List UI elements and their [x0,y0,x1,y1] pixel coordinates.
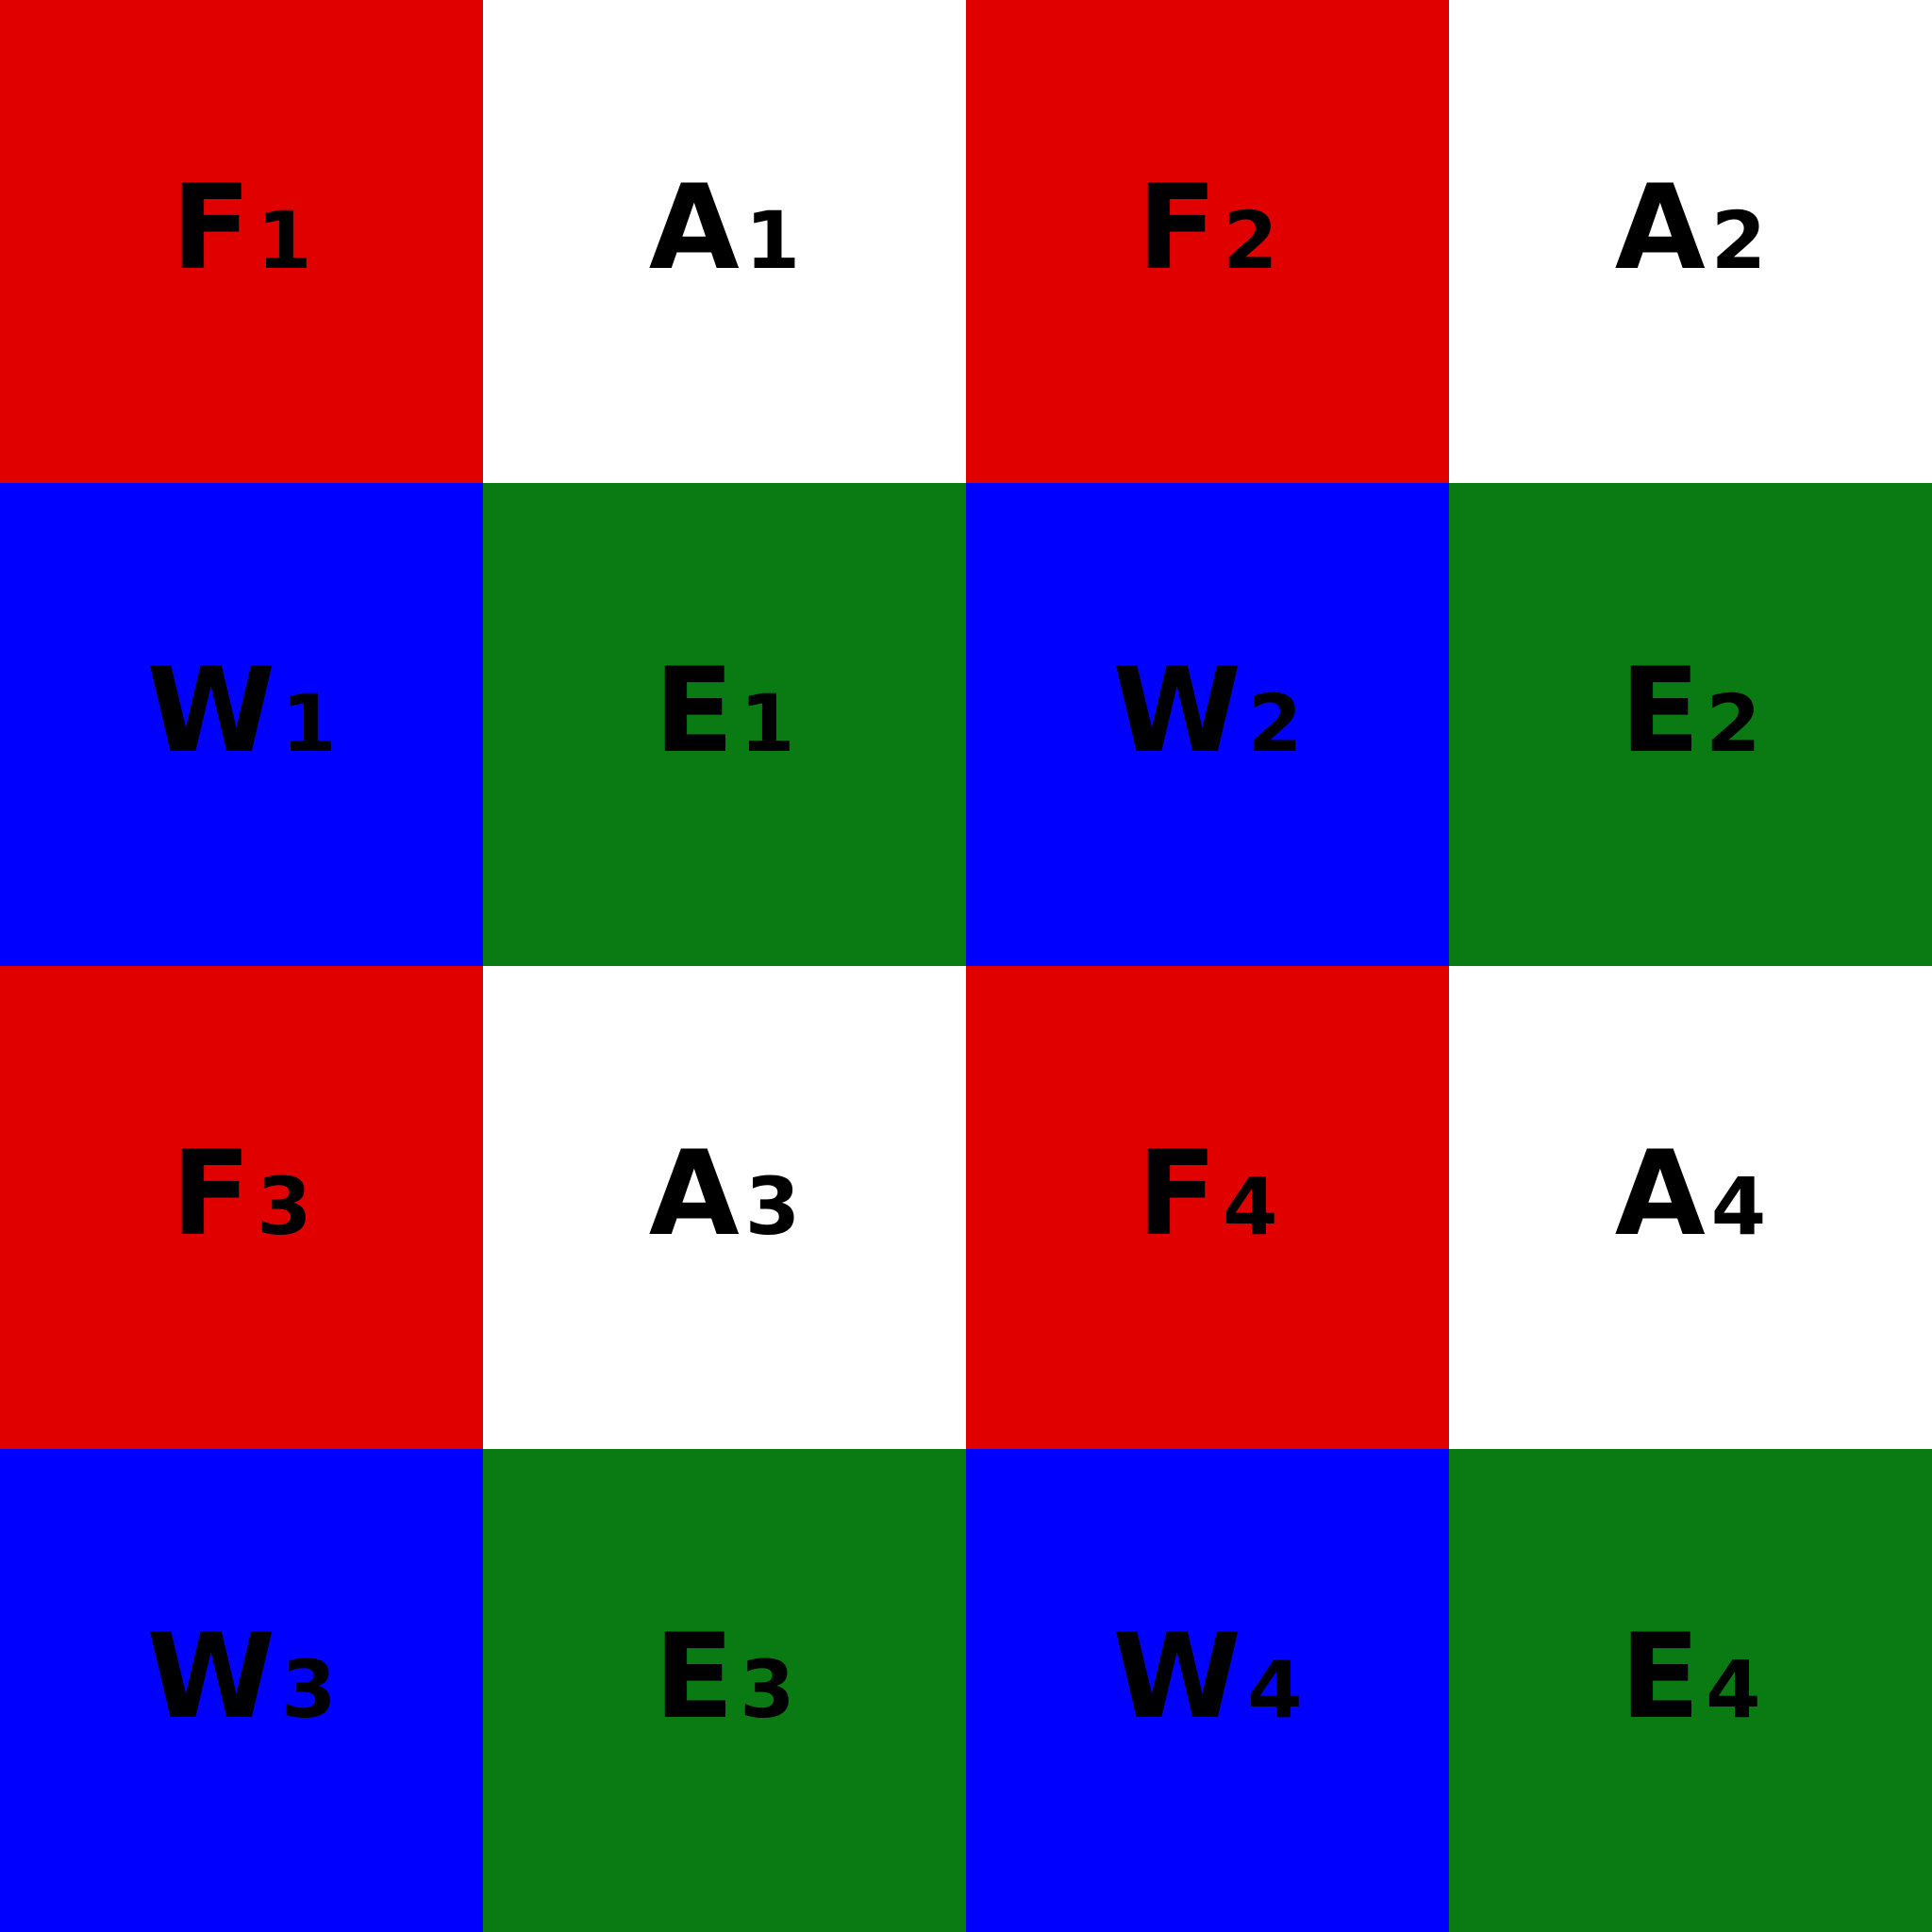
cell-index: 4 [1247,1643,1303,1736]
cell-letter: W [1112,643,1242,779]
cell-index: 1 [281,677,337,770]
cell-letter: E [1620,643,1701,779]
cell-letter: A [1614,1126,1706,1262]
cell-letter: F [1137,1126,1218,1262]
cell-letter: F [171,160,252,296]
cell-letter: E [654,1609,735,1745]
cell-index: 1 [740,677,795,770]
cell-letter: E [654,643,735,779]
cell-index: 2 [1247,677,1303,770]
cell-index: 1 [744,194,801,287]
cell-letter: A [648,1126,740,1262]
cell-letter: W [146,1609,276,1745]
cell-index: 2 [1710,194,1767,287]
cell-index: 2 [1223,194,1278,287]
cell-index: 4 [1710,1160,1767,1253]
cell-letter: F [171,1126,252,1262]
cell-letter: E [1620,1609,1701,1745]
cell-index: 4 [1706,1643,1761,1736]
cell-letter: W [146,643,276,779]
cell-letter: A [648,160,740,296]
cell-index: 1 [257,194,312,287]
cell-letter: A [1614,160,1706,296]
cell-index: 3 [744,1160,801,1253]
cell-index: 3 [281,1643,337,1736]
cell-index: 3 [257,1160,312,1253]
cell-letter: F [1137,160,1218,296]
cell-letter: W [1112,1609,1242,1745]
cell-index: 3 [740,1643,795,1736]
cell-index: 4 [1223,1160,1278,1253]
cell-index: 2 [1706,677,1761,770]
